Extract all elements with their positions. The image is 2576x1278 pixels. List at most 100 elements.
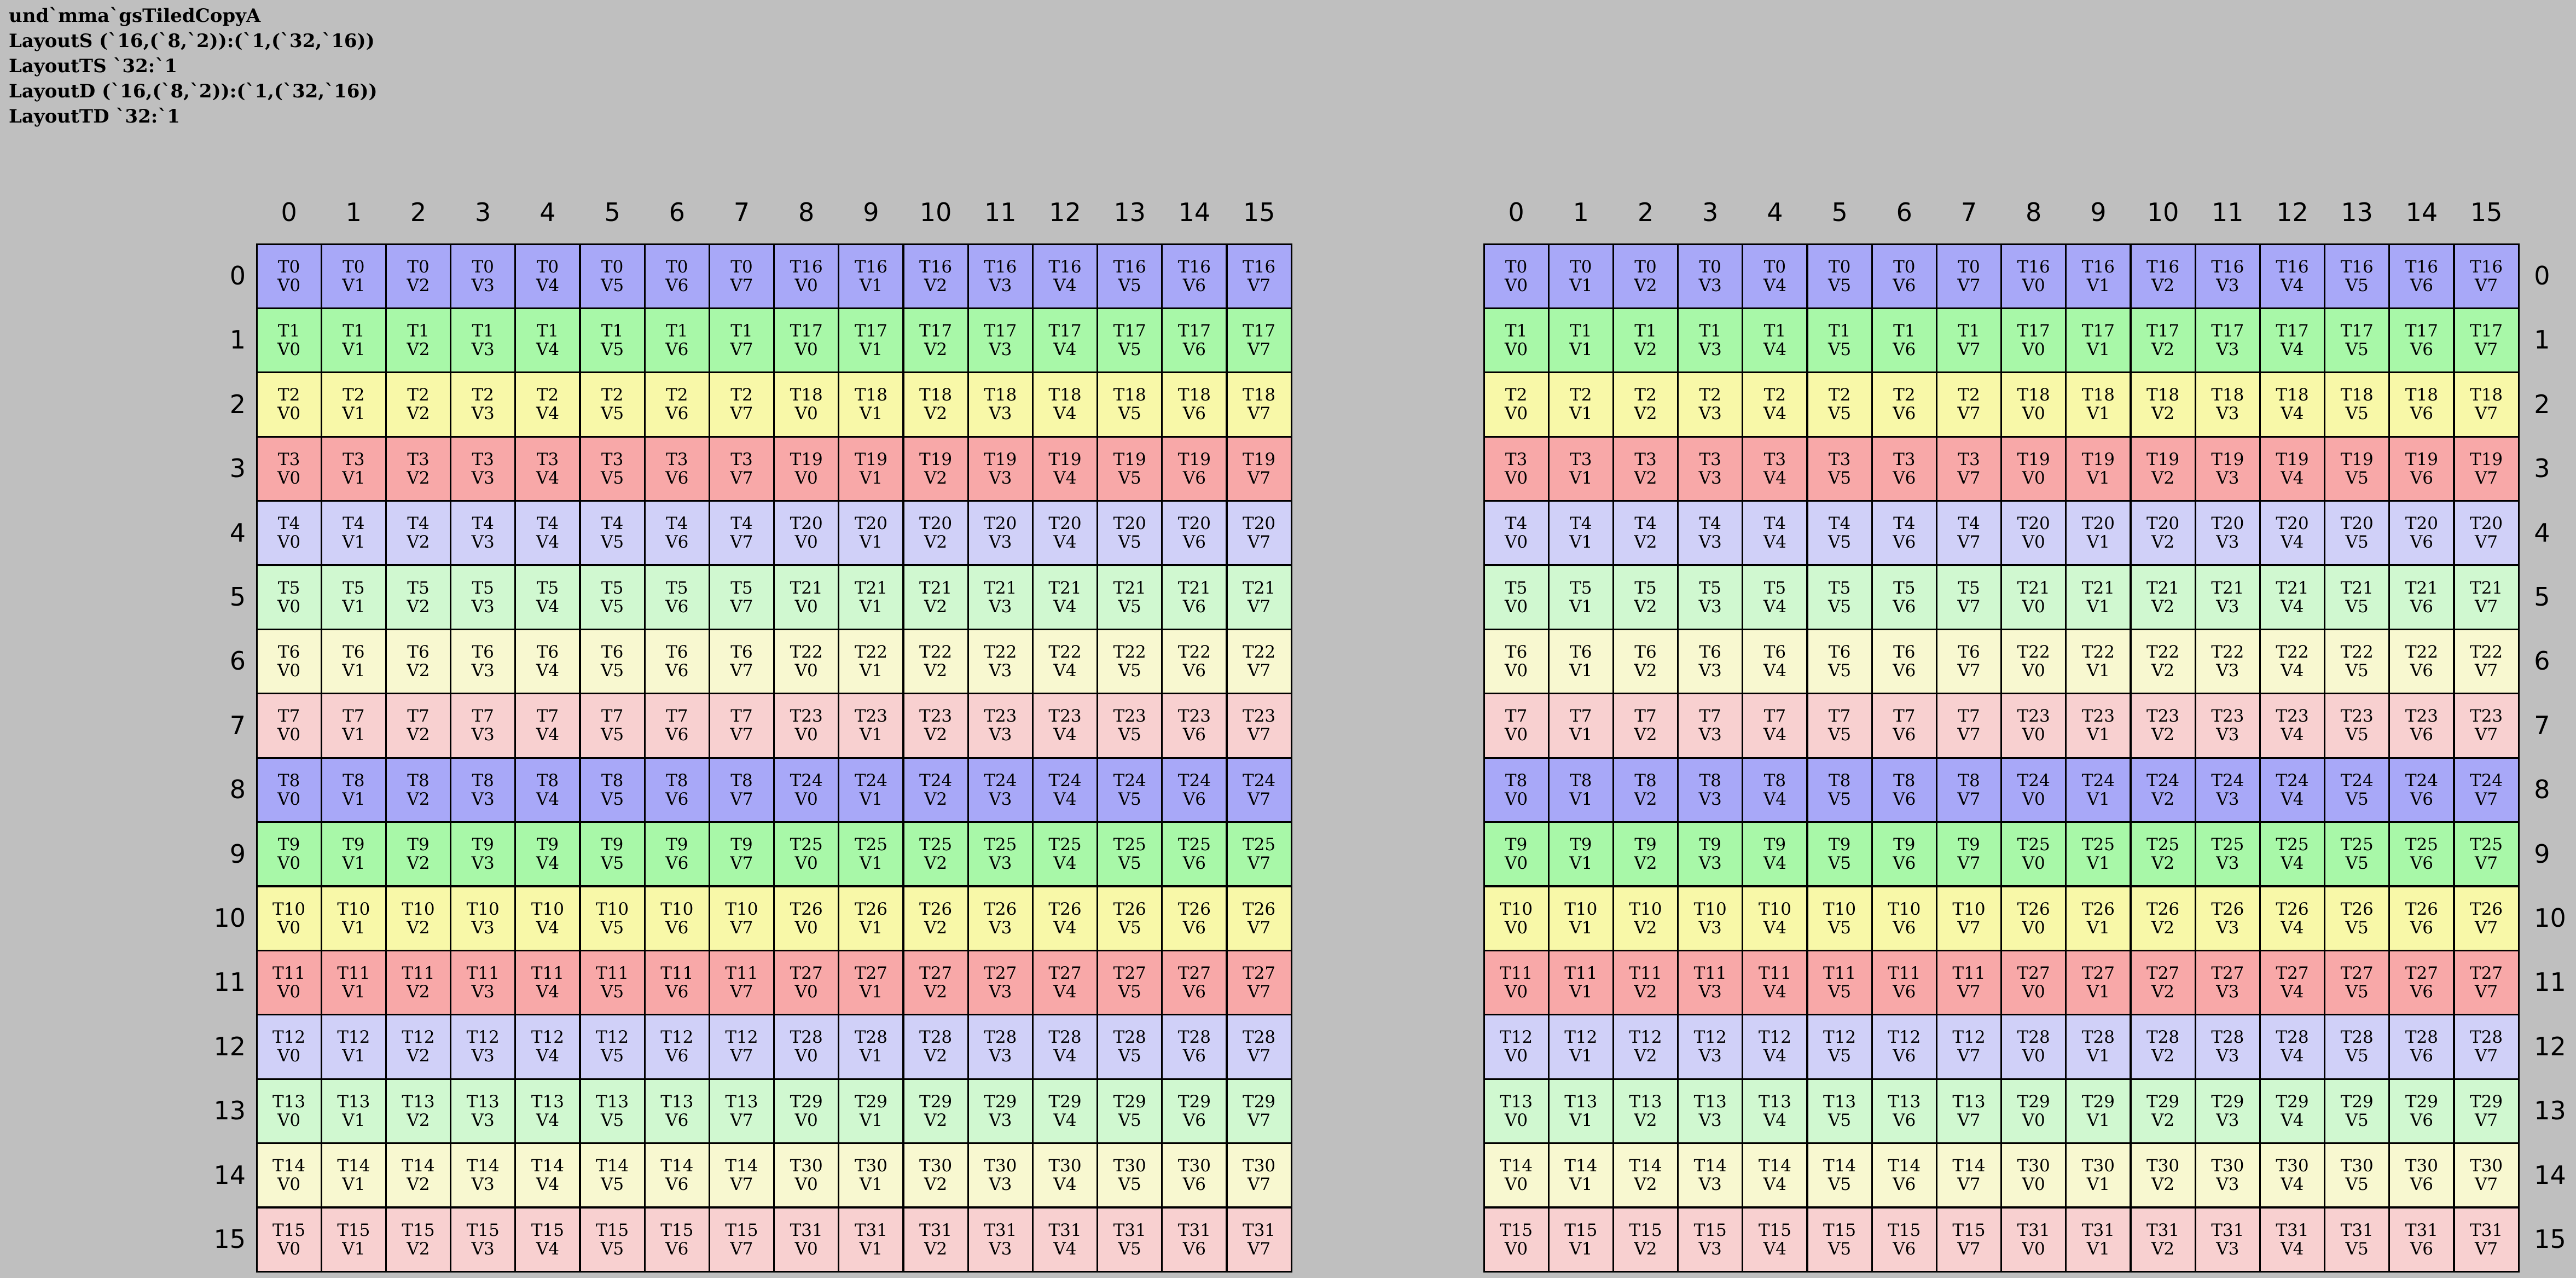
thread-label: T13 bbox=[337, 1091, 370, 1112]
value-label: V5 bbox=[1118, 340, 1141, 360]
value-label: V4 bbox=[1763, 275, 1786, 295]
value-label: V1 bbox=[859, 468, 883, 488]
value-label: V3 bbox=[2216, 275, 2240, 295]
value-label: V0 bbox=[794, 468, 818, 488]
thread-label: T6 bbox=[1893, 642, 1916, 663]
value-label: V7 bbox=[1248, 853, 1271, 874]
value-label: V2 bbox=[924, 596, 948, 617]
value-label: V5 bbox=[2345, 404, 2369, 424]
value-label: V4 bbox=[536, 725, 559, 745]
value-label: V7 bbox=[730, 789, 753, 809]
col-label: 4 bbox=[539, 197, 556, 227]
thread-label: T3 bbox=[1958, 449, 1980, 469]
thread-label: T18 bbox=[2470, 385, 2503, 405]
thread-label: T3 bbox=[1505, 449, 1528, 469]
value-label: V7 bbox=[2475, 1175, 2498, 1195]
value-label: V6 bbox=[665, 917, 689, 938]
value-label: V5 bbox=[1118, 1175, 1141, 1195]
value-label: V3 bbox=[989, 340, 1012, 360]
thread-label: T27 bbox=[1048, 963, 1082, 984]
value-label: V0 bbox=[2022, 982, 2045, 1002]
col-label: 11 bbox=[2212, 197, 2244, 227]
thread-label: T31 bbox=[984, 1220, 1017, 1240]
thread-label: T8 bbox=[1763, 770, 1786, 791]
thread-label: T29 bbox=[1243, 1091, 1276, 1112]
thread-label: T25 bbox=[2470, 835, 2503, 855]
value-label: V0 bbox=[794, 1110, 818, 1130]
thread-label: T2 bbox=[536, 385, 559, 405]
thread-label: T15 bbox=[466, 1220, 500, 1240]
value-label: V7 bbox=[1248, 1175, 1271, 1195]
thread-label: T31 bbox=[854, 1220, 887, 1240]
value-label: V2 bbox=[1634, 1110, 1657, 1130]
thread-label: T16 bbox=[1243, 257, 1276, 277]
thread-label: T17 bbox=[919, 321, 953, 341]
thread-label: T21 bbox=[790, 578, 823, 598]
value-label: V2 bbox=[924, 532, 948, 553]
thread-label: T22 bbox=[2017, 642, 2050, 663]
value-label: V1 bbox=[342, 404, 365, 424]
value-label: V7 bbox=[1248, 789, 1271, 809]
thread-label: T25 bbox=[1243, 835, 1276, 855]
thread-label: T5 bbox=[1505, 578, 1528, 598]
thread-label: T31 bbox=[2340, 1220, 2374, 1240]
thread-label: T22 bbox=[919, 642, 953, 663]
thread-label: T26 bbox=[984, 899, 1017, 919]
thread-label: T5 bbox=[1893, 578, 1916, 598]
thread-label: T18 bbox=[1048, 385, 1082, 405]
value-label: V3 bbox=[1698, 1175, 1722, 1195]
thread-label: T26 bbox=[2211, 899, 2244, 919]
thread-label: T13 bbox=[1500, 1091, 1533, 1112]
thread-label: T25 bbox=[919, 835, 953, 855]
thread-label: T17 bbox=[1113, 321, 1146, 341]
value-label: V6 bbox=[1182, 917, 1206, 938]
value-label: V4 bbox=[1763, 1046, 1786, 1066]
value-label: V5 bbox=[1118, 1239, 1141, 1259]
thread-label: T11 bbox=[1500, 963, 1533, 984]
value-label: V1 bbox=[342, 661, 365, 681]
thread-label: T13 bbox=[1693, 1091, 1727, 1112]
thread-label: T17 bbox=[2211, 321, 2244, 341]
value-label: V1 bbox=[859, 853, 883, 874]
value-label: V6 bbox=[2410, 789, 2433, 809]
value-label: V6 bbox=[665, 340, 689, 360]
thread-label: T1 bbox=[472, 321, 494, 341]
thread-label: T26 bbox=[2470, 899, 2503, 919]
value-label: V0 bbox=[277, 404, 301, 424]
value-label: V6 bbox=[1893, 1046, 1916, 1066]
col-label: 5 bbox=[604, 197, 620, 227]
value-label: V4 bbox=[1763, 789, 1786, 809]
value-label: V6 bbox=[1893, 1239, 1916, 1259]
thread-label: T1 bbox=[277, 321, 300, 341]
thread-label: T10 bbox=[1564, 899, 1598, 919]
col-label: 1 bbox=[1573, 197, 1589, 227]
